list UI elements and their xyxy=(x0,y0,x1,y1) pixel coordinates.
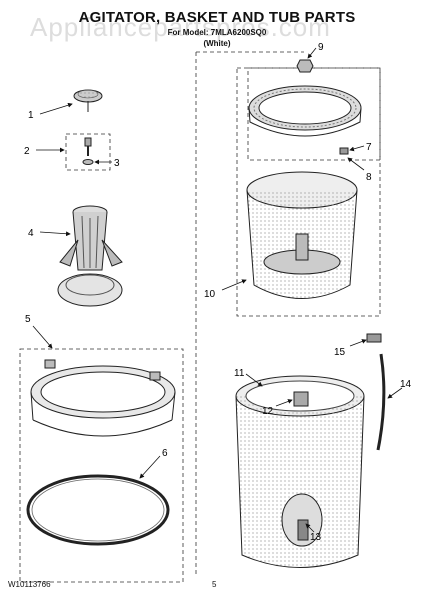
callout-9: 9 xyxy=(307,42,324,59)
svg-text:4: 4 xyxy=(28,228,34,239)
balance-ring xyxy=(248,85,362,137)
callout-11: 11 xyxy=(234,368,263,387)
svg-text:11: 11 xyxy=(234,368,245,379)
svg-text:7: 7 xyxy=(366,142,372,153)
pressure-hose xyxy=(376,353,386,451)
page-number: 5 xyxy=(212,580,217,589)
watermark: Appliancepartspros.com xyxy=(30,12,331,42)
svg-text:5: 5 xyxy=(25,314,31,325)
callout-7: 7 xyxy=(349,142,372,153)
svg-text:8: 8 xyxy=(366,172,372,183)
svg-text:1: 1 xyxy=(28,110,34,121)
page-title: AGITATOR, BASKET AND TUB PARTS xyxy=(78,9,356,26)
agitator-bolt xyxy=(82,137,94,165)
svg-text:14: 14 xyxy=(400,379,412,390)
svg-text:2: 2 xyxy=(24,146,30,157)
svg-text:3: 3 xyxy=(114,158,120,169)
hose-clip xyxy=(366,333,382,343)
tub-ring-gasket xyxy=(26,474,170,546)
document-number: W10113766 xyxy=(8,580,51,589)
hub-nut xyxy=(296,59,314,73)
callout-3: 3 xyxy=(94,158,120,169)
spin-basket xyxy=(246,171,358,299)
callout-4: 4 xyxy=(28,228,71,239)
callout-13: 13 xyxy=(305,523,322,543)
callout-10: 10 xyxy=(204,279,247,300)
callout-14: 14 xyxy=(387,379,412,399)
agitator xyxy=(57,205,123,307)
callout-8: 8 xyxy=(347,157,372,183)
callout-5: 5 xyxy=(25,314,53,349)
svg-text:10: 10 xyxy=(204,289,216,300)
svg-text:15: 15 xyxy=(334,347,346,358)
callout-15: 15 xyxy=(334,339,367,358)
color-variant: (White) xyxy=(203,39,231,48)
callout-6: 6 xyxy=(139,448,168,479)
svg-text:9: 9 xyxy=(318,42,324,53)
svg-text:12: 12 xyxy=(262,406,274,417)
svg-text:6: 6 xyxy=(162,448,168,459)
callout-1: 1 xyxy=(28,102,73,121)
callout-12: 12 xyxy=(262,399,293,417)
tub-ring xyxy=(30,359,176,437)
balance-ring-clip xyxy=(339,147,349,155)
model-subtitle: For Model: 7MLA6200SQ0 xyxy=(167,28,267,37)
drain-outlet xyxy=(297,519,309,541)
callout-2: 2 xyxy=(24,146,65,157)
agitator-cap xyxy=(73,89,103,112)
tub-seal xyxy=(293,391,309,407)
svg-text:13: 13 xyxy=(310,532,322,543)
